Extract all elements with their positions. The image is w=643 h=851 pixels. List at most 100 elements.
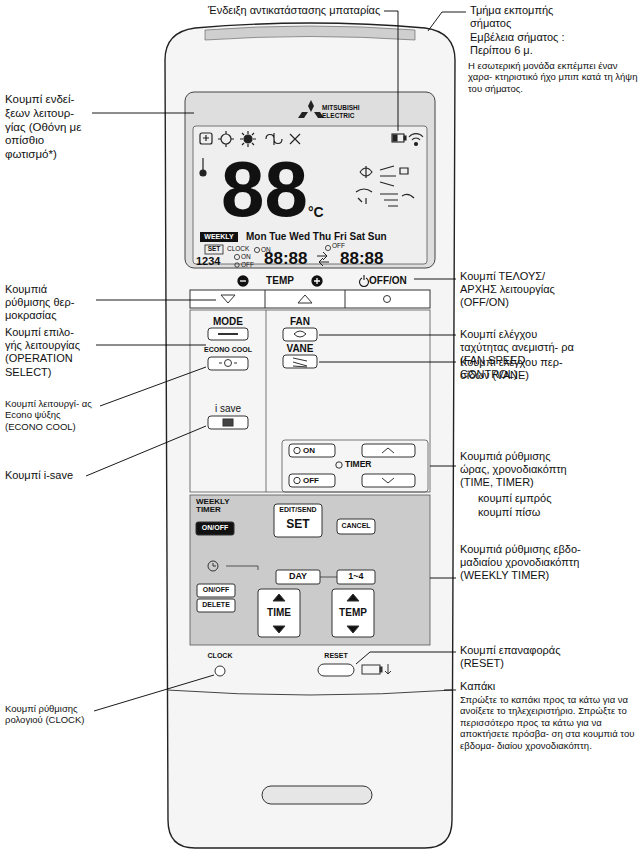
leader-line bbox=[96, 345, 206, 346]
logo bbox=[298, 100, 324, 118]
brand-logo: MITSUBISHI ELECTRIC bbox=[322, 104, 372, 120]
button-label: ECONO COOL bbox=[204, 346, 252, 354]
leader-line bbox=[414, 279, 456, 280]
temp-onoff-buttons bbox=[384, 296, 391, 303]
timer-buttons bbox=[289, 444, 335, 457]
remote-body bbox=[165, 23, 455, 848]
callout-label: Κουμπί επιλο- γής λειτουργίας (OPERATION… bbox=[5, 326, 93, 379]
clock-reset-buttons bbox=[318, 664, 354, 676]
fan-vane-icons bbox=[360, 166, 372, 178]
button-label: FAN bbox=[290, 316, 310, 328]
button-label: i save bbox=[215, 403, 241, 415]
callout-label: κουμπί εμπρός bbox=[478, 492, 628, 505]
battery-indicator bbox=[392, 134, 404, 142]
buttons bbox=[208, 328, 248, 340]
mode-icons bbox=[221, 134, 231, 144]
timer-buttons bbox=[294, 477, 300, 483]
temp-onoff-buttons bbox=[190, 290, 430, 308]
button-label: OFF bbox=[303, 476, 319, 486]
weekly-buttons bbox=[258, 589, 300, 637]
battery-indicator bbox=[393, 135, 397, 141]
button-label: TEMP bbox=[339, 607, 367, 619]
lcd-frame bbox=[185, 92, 435, 268]
weekly-buttons bbox=[208, 561, 218, 571]
note-text: Σπρώξτε το καπάκι προς τα κάτω για να αν… bbox=[460, 694, 638, 751]
lcd-text: WEEKLY bbox=[204, 232, 233, 242]
callout-label: Καπάκι bbox=[460, 680, 560, 693]
mode-icons bbox=[290, 134, 300, 144]
lid-grip bbox=[262, 786, 372, 804]
lcd-text: OFF bbox=[241, 261, 254, 269]
weekly-panel bbox=[190, 495, 430, 645]
temp-onoff-buttons bbox=[265, 290, 345, 308]
leader-line bbox=[430, 578, 456, 579]
battery-indicator bbox=[392, 134, 406, 142]
leader-line bbox=[430, 466, 456, 467]
weekly-buttons bbox=[274, 504, 322, 537]
callout-label: Κουμπιά ρύθμισης θερ- μοκρασίας bbox=[5, 283, 93, 323]
leader-line bbox=[86, 11, 466, 711]
lcd-timer-icons bbox=[234, 254, 239, 259]
button-label: DELETE bbox=[202, 601, 230, 609]
clock-reset-buttons bbox=[215, 664, 391, 676]
temp-onoff-buttons bbox=[298, 295, 312, 303]
mode-icons bbox=[203, 135, 209, 141]
temp-symbols bbox=[314, 278, 320, 284]
callout-label: Κουμπιά ρύθμισης ώρας, χρονοδιακόπτη (TI… bbox=[460, 450, 580, 490]
callout-label: κουμπί πίσω bbox=[478, 506, 628, 519]
button-panel bbox=[190, 310, 430, 492]
lcd-timer-icons bbox=[235, 263, 239, 267]
buttons bbox=[293, 358, 307, 367]
signal-window bbox=[205, 26, 415, 40]
power-icon bbox=[359, 275, 368, 287]
timer-buttons bbox=[282, 440, 428, 492]
timer-buttons bbox=[362, 474, 415, 487]
callout-label: Κουμπί i-save bbox=[5, 469, 105, 482]
timer-buttons bbox=[294, 447, 300, 453]
button-label: RESET bbox=[324, 652, 347, 660]
lcd-screen bbox=[193, 126, 427, 264]
leader-line bbox=[86, 426, 206, 476]
callout-label: Κουμπί ρύθμισης ρολογιού (CLOCK) bbox=[5, 703, 97, 726]
weekly-badge bbox=[200, 232, 238, 242]
buttons bbox=[208, 328, 317, 429]
lcd-unit: °C bbox=[308, 204, 324, 221]
buttons bbox=[208, 416, 248, 429]
temp-symbols bbox=[238, 276, 248, 286]
buttons bbox=[283, 355, 317, 368]
mode-icons bbox=[240, 131, 256, 147]
callout-label: Εμβέλεια σήματος : Περίπου 6 μ. bbox=[470, 31, 590, 57]
buttons bbox=[218, 333, 238, 335]
button-label: TIMER bbox=[345, 459, 371, 469]
timer-buttons bbox=[289, 474, 335, 487]
temp-onoff-buttons bbox=[221, 295, 235, 303]
lcd-time: 88:88 bbox=[340, 249, 383, 269]
weekly-buttons bbox=[213, 563, 216, 566]
buttons bbox=[208, 357, 248, 370]
button-label: CANCEL bbox=[341, 522, 370, 530]
timer-buttons bbox=[382, 478, 394, 483]
temp-symbols bbox=[240, 280, 246, 281]
leader-line bbox=[444, 690, 456, 691]
temp-onoff-buttons bbox=[190, 290, 430, 308]
button-label: CLOCK bbox=[208, 652, 233, 660]
buttons bbox=[294, 331, 306, 337]
buttons bbox=[223, 419, 233, 426]
button-label: ON bbox=[303, 446, 315, 456]
weekly-buttons bbox=[276, 570, 320, 584]
thermometer-icon bbox=[202, 158, 203, 170]
signal-icon bbox=[415, 143, 418, 146]
lcd-digits: 88 bbox=[221, 150, 308, 228]
button-label: MODE bbox=[213, 316, 243, 328]
temp-symbols bbox=[312, 276, 322, 286]
clock-reset-buttons bbox=[362, 665, 380, 674]
callout-label: Κουμπί ελέγχου περ- σίδων (VANE) bbox=[460, 356, 578, 382]
button-label: EDIT/SEND bbox=[279, 506, 316, 514]
battery-indicator bbox=[404, 136, 406, 140]
buttons bbox=[283, 328, 317, 341]
panel-title: WEEKLY TIMER bbox=[196, 498, 238, 515]
timer-buttons bbox=[362, 444, 415, 457]
mode-icons bbox=[200, 131, 300, 147]
lcd-text: OFF bbox=[332, 242, 345, 250]
